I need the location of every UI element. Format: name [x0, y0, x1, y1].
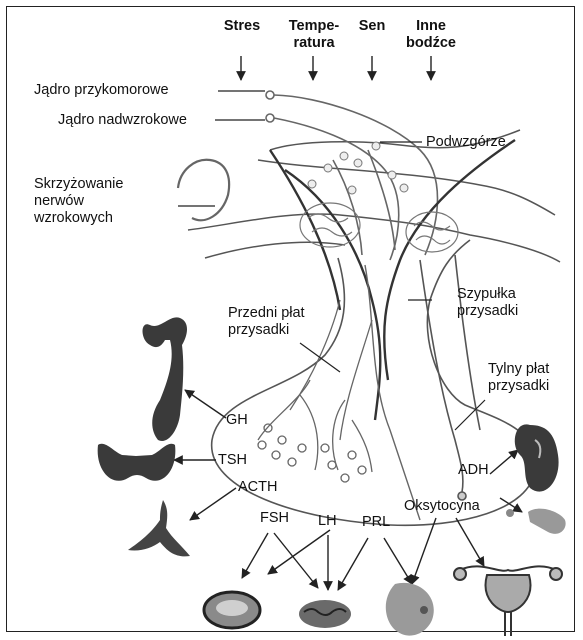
label-tylny-line2: przysadki — [488, 378, 549, 395]
stimulus-arrows — [241, 56, 431, 80]
hormone-gh: GH — [226, 412, 248, 429]
label-szypulka-line1: Szypułka — [457, 286, 518, 303]
stimulus-sen: Sen — [355, 18, 389, 35]
label-tylny-line1: Tylny płat — [488, 361, 549, 378]
stimulus-temperatura-line1: Tempe- — [283, 18, 345, 35]
vas-icon — [506, 509, 566, 534]
thyroid-icon — [98, 444, 176, 481]
stimulus-temperatura-line2: ratura — [283, 35, 345, 52]
label-przedni-line1: Przedni płat — [228, 305, 305, 322]
bone-icon — [143, 317, 188, 441]
label-szypulka: Szypułka przysadki — [457, 286, 518, 320]
label-skrzyzowanie: Skrzyżowanie nerwów wzrokowych — [34, 176, 123, 227]
optic-chiasm — [178, 160, 229, 220]
label-podwzgorze: Podwzgórze — [426, 134, 506, 151]
prl-arrow-1 — [338, 538, 368, 590]
label-szypulka-line2: przysadki — [457, 303, 518, 320]
oksytocyna-arrow-2 — [456, 518, 484, 566]
stimulus-inne-line2: bodźce — [403, 35, 459, 52]
hormone-acth: ACTH — [238, 479, 277, 496]
oksytocyna-arrow-1 — [412, 518, 436, 584]
label-jadro-przykomorowe: Jądro przykomorowe — [34, 82, 169, 99]
breast-icon — [386, 583, 434, 636]
fsh-arrow-2 — [274, 533, 318, 588]
stimulus-inne-bodzce: Inne bodźce — [403, 18, 459, 52]
stimulus-temperatura: Tempe- ratura — [283, 18, 345, 52]
label-skrzyzowanie-line2: nerwów — [34, 193, 123, 210]
fsh-arrow-1 — [242, 533, 268, 578]
hormone-tsh: TSH — [218, 452, 247, 469]
label-przedni-line2: przysadki — [228, 322, 305, 339]
ovary-icon — [204, 592, 260, 628]
testis-icon — [299, 600, 351, 628]
adrenal-icon — [128, 500, 190, 556]
uterus-icon — [454, 566, 562, 636]
label-jadro-nadwzrokowe: Jądro nadwzrokowe — [58, 112, 187, 129]
hormone-lh: LH — [318, 513, 337, 530]
hormone-adh: ADH — [458, 462, 489, 479]
label-przedni-plat: Przedni płat przysadki — [228, 305, 305, 339]
hormone-prl: PRL — [362, 514, 390, 531]
adh-arrow-1 — [490, 450, 518, 474]
label-skrzyzowanie-line3: wzrokowych — [34, 210, 123, 227]
hormone-fsh: FSH — [260, 510, 289, 527]
prl-arrow-2 — [384, 538, 412, 584]
label-skrzyzowanie-line1: Skrzyżowanie — [34, 176, 123, 193]
label-tylny-plat: Tylny płat przysadki — [488, 361, 549, 395]
portal-network — [300, 203, 458, 252]
gh-arrow — [185, 390, 226, 418]
hormone-oksytocyna: Oksytocyna — [404, 498, 480, 515]
acth-arrow — [190, 488, 236, 520]
stimulus-inne-line1: Inne — [403, 18, 459, 35]
stimulus-stres: Stres — [222, 18, 262, 35]
kidney-icon — [515, 424, 559, 491]
